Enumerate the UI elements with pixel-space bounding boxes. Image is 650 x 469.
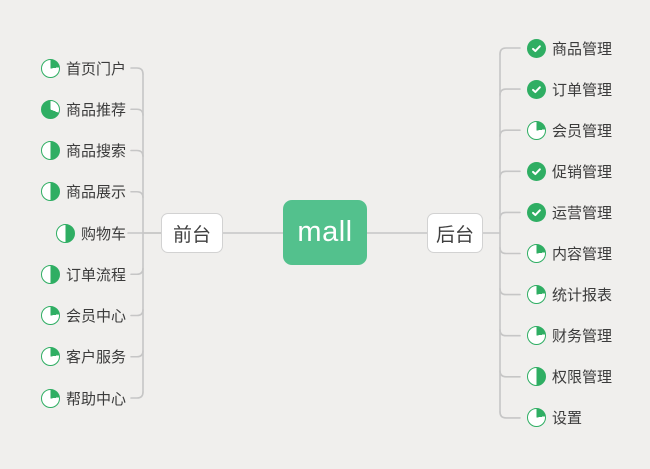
topic-label: 商品推荐 xyxy=(65,101,126,119)
topic-label: 帮助中心 xyxy=(65,390,126,408)
topic-label: 商品搜索 xyxy=(65,143,126,160)
check-icon xyxy=(532,44,541,52)
progress-quarter-icon xyxy=(527,244,546,263)
topic-left-6[interactable]: 会员中心 xyxy=(40,305,126,327)
topic-right-0[interactable]: 商品管理 xyxy=(527,37,612,59)
progress-done-icon xyxy=(527,79,546,99)
progress-quarter-icon xyxy=(527,120,546,140)
topic-label: 商品展示 xyxy=(65,184,126,202)
progress-half-icon xyxy=(527,367,546,387)
topic-label: 权限管理 xyxy=(552,369,613,387)
progress-half-icon xyxy=(40,182,60,202)
root-topic-mall[interactable]: mall xyxy=(283,200,367,265)
branch-topic-backend[interactable]: 后台 xyxy=(427,213,483,253)
progress-quarter-icon xyxy=(527,408,546,428)
topic-left-8[interactable]: 帮助中心 xyxy=(40,387,126,409)
progress-done-icon xyxy=(527,202,546,222)
topic-label: 促销管理 xyxy=(552,163,613,181)
topic-right-8[interactable]: 权限管理 xyxy=(527,366,612,388)
topic-label: 订单流程 xyxy=(65,266,126,284)
topic-label: 设置 xyxy=(552,410,583,428)
topic-left-5[interactable]: 订单流程 xyxy=(40,263,126,285)
topic-label: 统计报表 xyxy=(552,287,613,305)
progress-quarter-icon xyxy=(40,347,60,367)
topic-right-2[interactable]: 会员管理 xyxy=(527,119,612,141)
topic-label: 财务管理 xyxy=(552,328,613,346)
progress-quarter-icon xyxy=(40,58,60,78)
check-icon xyxy=(532,209,541,216)
branch-topic-frontend[interactable]: 前台 xyxy=(161,213,223,253)
topic-label: 商品管理 xyxy=(552,40,613,58)
progress-quarter-icon xyxy=(40,388,60,408)
topic-label: 订单管理 xyxy=(552,81,613,99)
topic-left-0[interactable]: 首页门户 xyxy=(40,57,126,79)
topic-label: 运营管理 xyxy=(552,204,613,222)
progress-half-icon xyxy=(40,141,60,160)
topic-right-7[interactable]: 财务管理 xyxy=(527,325,612,347)
topic-left-4[interactable]: 购物车 xyxy=(55,222,126,244)
topic-right-1[interactable]: 订单管理 xyxy=(527,78,612,100)
progress-quarter-icon xyxy=(527,326,546,346)
progress-half-icon xyxy=(55,223,75,243)
topic-label: 内容管理 xyxy=(552,246,613,263)
topic-label: 首页门户 xyxy=(65,60,126,78)
progress-half-icon xyxy=(40,264,60,284)
topic-label: 会员管理 xyxy=(552,122,613,140)
progress-done-icon xyxy=(527,38,546,58)
progress-two-thirds-icon xyxy=(40,99,60,119)
progress-quarter-icon xyxy=(40,306,60,325)
check-icon xyxy=(532,85,541,93)
topic-label: 购物车 xyxy=(80,225,126,243)
topic-left-7[interactable]: 客户服务 xyxy=(40,346,126,368)
progress-done-icon xyxy=(527,161,546,181)
topic-right-9[interactable]: 设置 xyxy=(527,407,582,429)
topic-label: 会员中心 xyxy=(65,308,126,325)
topic-right-6[interactable]: 统计报表 xyxy=(527,284,612,306)
topic-right-5[interactable]: 内容管理 xyxy=(527,243,612,265)
topic-label: 客户服务 xyxy=(65,349,126,367)
topic-right-3[interactable]: 促销管理 xyxy=(527,160,612,182)
topic-left-3[interactable]: 商品展示 xyxy=(40,181,126,203)
topic-left-1[interactable]: 商品推荐 xyxy=(40,98,126,120)
topic-right-4[interactable]: 运营管理 xyxy=(527,201,612,223)
topic-left-2[interactable]: 商品搜索 xyxy=(40,140,126,162)
check-icon xyxy=(532,168,541,175)
progress-quarter-icon xyxy=(527,285,546,305)
